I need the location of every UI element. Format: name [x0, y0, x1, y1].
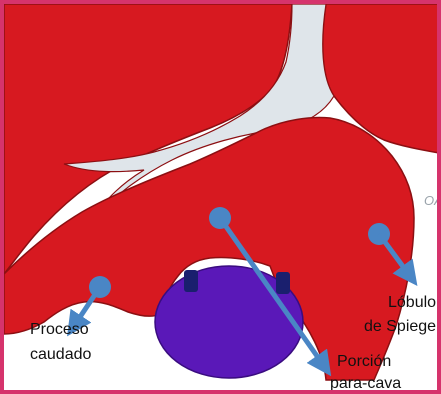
vessel-stub-right	[276, 272, 290, 294]
label-paracava-line1: Porción	[337, 353, 391, 370]
edge-clip-label: OA	[424, 193, 441, 208]
label-proceso-line2: caudado	[30, 346, 91, 363]
caudate-lobe-diagram: OA Proceso caudado Lóbulo de Spiegel Por…	[4, 4, 441, 394]
label-spiegel-line2: de Spiegel	[364, 318, 440, 335]
vessel-stub-left	[184, 270, 198, 292]
label-spiegel-line1: Lóbulo	[388, 294, 436, 311]
label-paracava-line2: para-cava	[330, 375, 401, 392]
label-proceso-line1: Proceso	[30, 321, 89, 338]
